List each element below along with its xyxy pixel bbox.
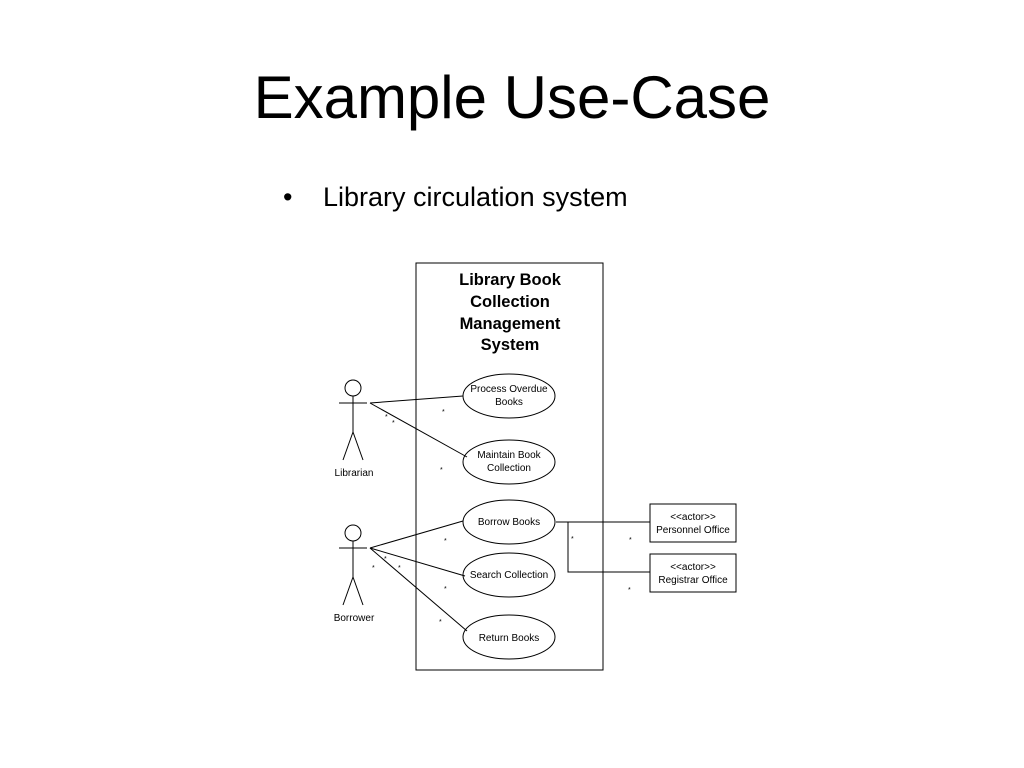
multiplicity: * bbox=[392, 420, 395, 427]
use-case-label: Maintain Book bbox=[477, 450, 541, 461]
assoc-borrower-search bbox=[369, 547, 466, 577]
multiplicity: * bbox=[444, 538, 447, 545]
multiplicity: * bbox=[372, 565, 375, 572]
system-boundary bbox=[415, 262, 604, 671]
use-case-process-overdue: Process Overdue Books bbox=[462, 373, 556, 419]
assoc-borrower-borrow bbox=[369, 520, 464, 549]
use-case-label: Borrow Books bbox=[478, 517, 540, 528]
use-case-borrow-books: Borrow Books bbox=[462, 499, 556, 545]
multiplicity: * bbox=[444, 586, 447, 593]
use-case-label: Search Collection bbox=[470, 570, 548, 581]
registrar-office-actor: <<actor>> Registrar Office bbox=[649, 553, 737, 593]
use-case-maintain-book: Maintain Book Collection bbox=[462, 439, 556, 485]
system-title-line-3: Management bbox=[460, 315, 561, 333]
stereotype-label: <<actor>> bbox=[670, 512, 716, 523]
system-title-line-4: System bbox=[481, 336, 540, 354]
actor-box-label: Personnel Office bbox=[656, 525, 730, 536]
use-case-label: Process Overdue bbox=[470, 384, 548, 395]
librarian-actor: Librarian bbox=[335, 379, 374, 479]
multiplicity: * bbox=[439, 619, 442, 626]
assoc-borrower-return bbox=[369, 547, 468, 632]
bullet-marker: • bbox=[283, 182, 293, 212]
multiplicity: * bbox=[385, 414, 388, 421]
borrower-actor: Borrower bbox=[334, 524, 375, 624]
bullet-item: • Library circulation system bbox=[283, 180, 628, 214]
system-title-line-1: Library Book bbox=[459, 271, 562, 289]
use-case-label: Books bbox=[495, 397, 523, 408]
use-case-label: Collection bbox=[487, 463, 531, 474]
system-title-line-2: Collection bbox=[470, 293, 550, 311]
assoc-librarian-process-overdue bbox=[369, 395, 464, 404]
multiplicity: * bbox=[628, 587, 631, 594]
multiplicity: * bbox=[440, 467, 443, 474]
assoc-librarian-maintain-book bbox=[369, 402, 468, 458]
stereotype-label: <<actor>> bbox=[670, 562, 716, 573]
librarian-label: Librarian bbox=[335, 468, 374, 479]
multiplicity: * bbox=[384, 556, 387, 563]
use-case-search-collection: Search Collection bbox=[462, 552, 556, 598]
multiplicity: * bbox=[398, 565, 401, 572]
multiplicity: * bbox=[629, 537, 632, 544]
actor-box-label: Registrar Office bbox=[658, 575, 728, 586]
use-case-label: Return Books bbox=[479, 633, 540, 644]
bullet-text: Library circulation system bbox=[323, 182, 628, 212]
slide-title: Example Use-Case bbox=[253, 64, 771, 131]
use-case-return-books: Return Books bbox=[462, 614, 556, 660]
personnel-office-actor: <<actor>> Personnel Office bbox=[649, 503, 737, 543]
multiplicity: * bbox=[442, 409, 445, 416]
borrower-label: Borrower bbox=[334, 613, 375, 624]
assoc-borrow-registrar bbox=[556, 521, 650, 573]
multiplicity: * bbox=[571, 536, 574, 543]
multiplicity-marks: * * * * * * * * * * * * * bbox=[372, 409, 632, 626]
